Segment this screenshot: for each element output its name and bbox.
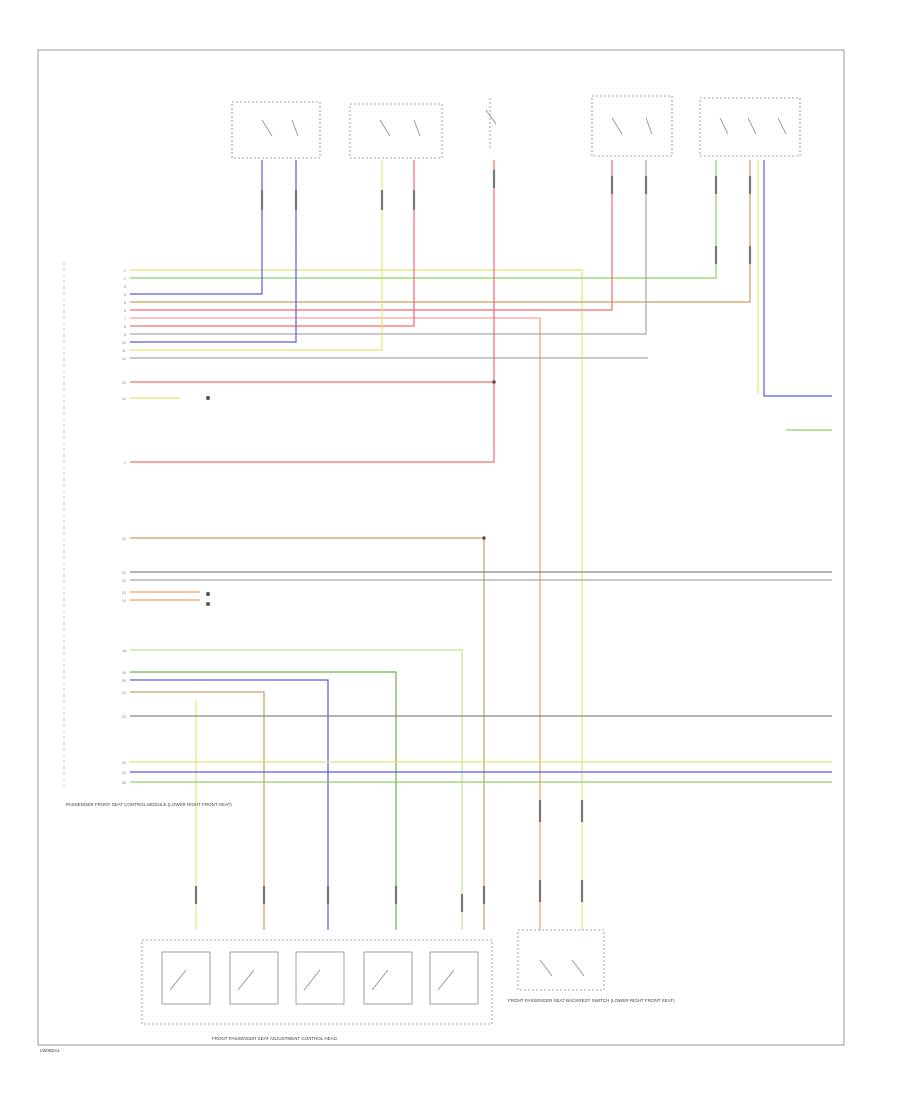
wire-brown-mid [130,537,485,930]
svg-text:4: 4 [124,293,126,297]
wire-group-middle [130,537,832,930]
top-switch-2 [349,103,443,159]
top-switch-3 [485,98,497,150]
svg-text:13: 13 [122,591,126,595]
svg-text:11: 11 [122,349,126,353]
wire-brown-low [130,691,265,930]
switch-module-caption: FRONT PASSENGER SEAT ADJUSTMENT CONTROL … [212,1036,338,1041]
svg-text:22: 22 [122,715,126,719]
svg-text:1: 1 [124,269,126,273]
svg-text:24: 24 [122,771,126,775]
connector-stubs [194,170,752,912]
wire-group-lower [130,649,832,930]
wire-yellow-1 [130,269,583,310]
svg-text:5: 5 [124,301,126,305]
svg-text:20: 20 [122,679,126,683]
top-switch-5 [699,97,801,157]
top-switch-1 [231,101,321,159]
svg-text:14: 14 [122,599,126,603]
top-switch-4 [591,95,673,157]
wire-yellow-2 [130,160,383,351]
wire-blue-2 [130,160,297,343]
splice-dots [206,380,496,606]
svg-text:18: 18 [122,649,126,653]
wire-green-1 [130,160,717,279]
wire-red-3 [130,160,415,327]
svg-text:13: 13 [122,381,126,385]
wire-red-1 [130,160,613,311]
footer-code: LW0B0A1 [40,1048,60,1053]
wire-gray-1 [130,160,647,335]
wire-green-low-1 [130,671,397,930]
svg-text:21: 21 [122,691,126,695]
backrest-switch-module [517,929,605,991]
wire-red-4 [130,160,495,383]
wire-red-5 [130,382,495,463]
svg-text:11: 11 [122,571,126,575]
svg-text:8: 8 [124,325,126,329]
svg-text:14: 14 [122,397,126,401]
svg-text:12: 12 [122,579,126,583]
seat-adjustment-switch-module [141,939,493,1025]
svg-text:19: 19 [122,671,126,675]
svg-text:25: 25 [122,781,126,785]
wire-blue-1 [130,160,263,295]
wire-group-right [757,160,832,431]
main-module-caption: PASSENGER FRONT SEAT CONTROL MODULE (LOW… [66,802,232,807]
wire-brown-1 [130,160,751,303]
svg-text:1: 1 [124,461,126,465]
svg-text:6: 6 [124,309,126,313]
svg-text:10: 10 [122,537,126,541]
wire-group-top [130,160,751,463]
wire-blue-right [763,160,832,397]
wire-lightgreen-low [130,649,463,930]
svg-text:10: 10 [122,341,126,345]
svg-text:12: 12 [122,357,126,361]
svg-text:2: 2 [124,277,126,281]
svg-text:7: 7 [124,317,126,321]
svg-text:9: 9 [124,333,126,337]
svg-text:3: 3 [124,285,126,289]
wire-blue-low [130,679,329,930]
svg-text:23: 23 [122,761,126,765]
right-module-caption: FRONT PASSENGER SEAT BACKREST SWITCH (LO… [508,998,675,1003]
diagram-frame [37,49,845,1046]
